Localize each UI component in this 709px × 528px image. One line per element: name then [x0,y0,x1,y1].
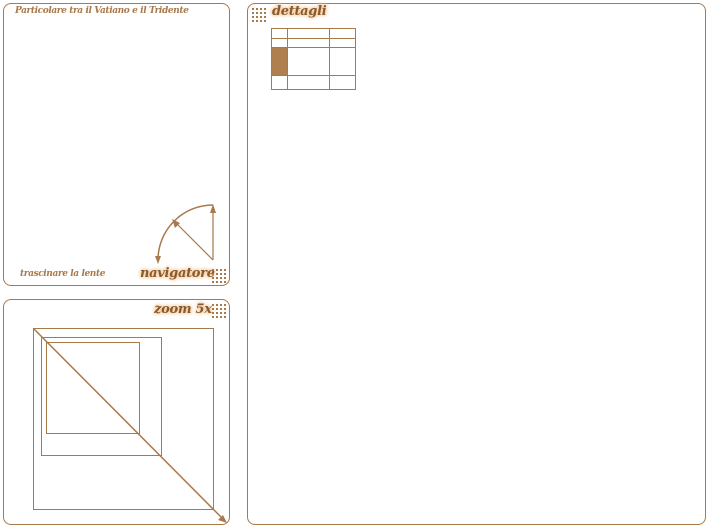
grid-cell [287,75,330,90]
selected-cell[interactable] [271,47,288,76]
grid-cell [287,38,330,48]
details-title: dettagli [272,4,327,19]
grid-cell [271,38,288,48]
resize-grip-icon[interactable] [212,269,226,283]
grid-cell [329,47,356,76]
resize-grip-icon[interactable] [252,8,266,22]
navigator-caption: Particolare tra il Vatiano e il Tridente [15,6,189,16]
compass-rose-icon[interactable] [4,4,231,287]
details-grid [271,28,356,90]
navigator-panel[interactable]: Particolare tra il Vatiano e il Tridente… [3,3,230,286]
grid-cell [271,75,288,90]
grid-cell [329,38,356,48]
grid-cell [271,28,288,39]
resize-grip-icon[interactable] [212,304,226,318]
zoom-panel[interactable]: zoom 5x [3,299,230,525]
drag-lens-hint: trascinare la lente [20,269,106,279]
zoom-title: zoom 5x [154,302,212,317]
grid-cell [329,28,356,39]
navigator-title: navigatore [140,266,215,281]
grid-cell [329,75,356,90]
details-panel[interactable]: dettagli [247,3,706,525]
zoom-frame-diagram [33,328,227,523]
grid-cell [287,28,330,39]
grid-cell [287,47,330,76]
